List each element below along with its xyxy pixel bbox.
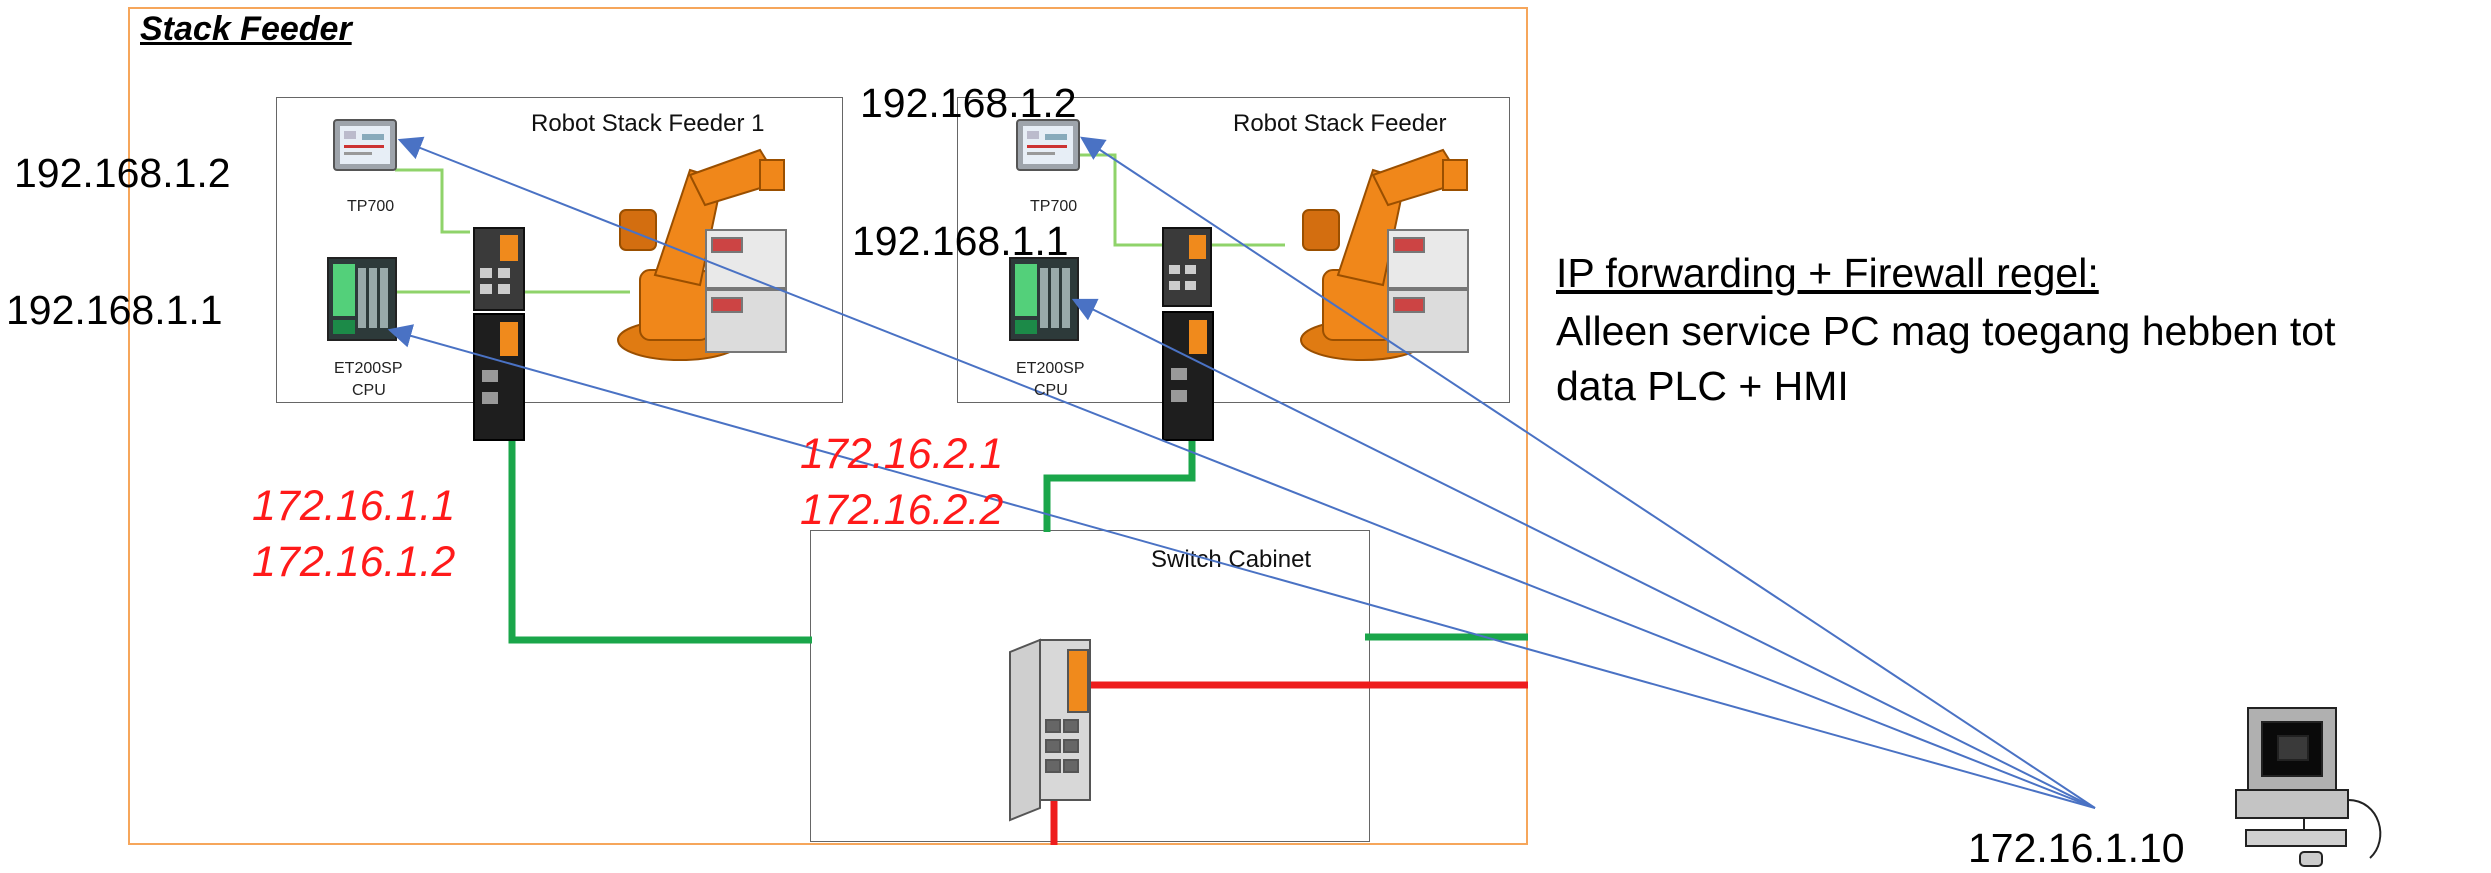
feeder2-plc-ip: 192.168.1.1 <box>852 218 1069 264</box>
feeder1-hmi-label: TP700 <box>347 198 395 215</box>
internal-light-green-links <box>395 153 1285 294</box>
note-heading: IP forwarding + Firewall regel: <box>1556 250 2099 296</box>
service-pc-ip: 172.16.1.10 <box>1968 825 2185 871</box>
hmi-panel-icon <box>333 119 397 171</box>
feeder2-hmi-label: TP700 <box>1030 198 1078 215</box>
feeder2-plc-label-2: CPU <box>1034 382 1068 399</box>
robot-controller-icon <box>705 229 787 353</box>
network-switch-icon <box>1009 638 1091 822</box>
red-network-cables <box>1050 681 1528 845</box>
feeder2-title: Robot Stack Feeder <box>1233 110 1447 137</box>
feeder1-plc-ip: 192.168.1.1 <box>6 287 223 333</box>
router-icon <box>473 227 525 311</box>
stack-feeder-title: Stack Feeder <box>140 10 352 48</box>
cable-feeder2-to-switch <box>1043 440 1196 532</box>
plc-icon <box>327 257 397 341</box>
feeder2-wan-ip-2: 172.16.2.2 <box>800 486 1004 534</box>
feeder1-hmi-ip: 192.168.1.2 <box>14 150 231 196</box>
router-icon <box>1162 311 1214 441</box>
feeder1-plc-label-1: ET200SP <box>334 360 403 377</box>
router-icon <box>1162 227 1212 307</box>
feeder1-title: Robot Stack Feeder 1 <box>531 110 765 137</box>
note-line-2: data PLC + HMI <box>1556 363 1849 409</box>
feeder1-wan-ip-1: 172.16.1.1 <box>252 482 456 530</box>
feeder1-wan-ip-2: 172.16.1.2 <box>252 538 456 586</box>
computer-icon <box>2235 707 2382 867</box>
plc-icon <box>1009 257 1079 341</box>
access-lines <box>387 136 2096 809</box>
green-network-cables <box>508 440 1528 644</box>
cable-feeder1-to-switch <box>508 440 812 644</box>
feeder2-plc-label-1: ET200SP <box>1016 360 1085 377</box>
feeder1-plc-label-2: CPU <box>352 382 386 399</box>
feeder2-hmi-ip: 192.168.1.2 <box>860 80 1077 126</box>
note-line-1: Alleen service PC mag toegang hebben tot <box>1556 308 2336 354</box>
stack-feeder-frame <box>128 7 1528 845</box>
robot-controller-icon <box>1387 229 1469 353</box>
feeder2-wan-ip-1: 172.16.2.1 <box>800 430 1004 478</box>
hmi-panel-icon <box>1016 119 1080 171</box>
router-icon <box>473 313 525 441</box>
